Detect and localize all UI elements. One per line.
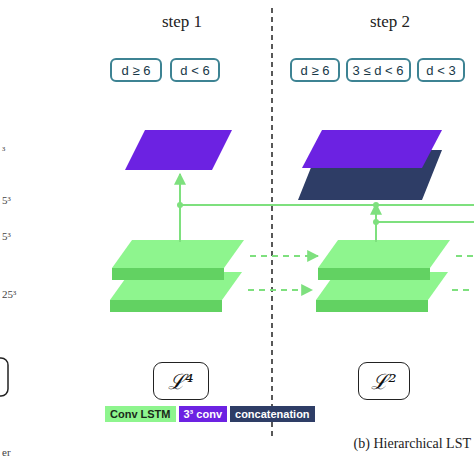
cut-off-dimension: ³: [2, 144, 5, 156]
loss-box: ℒ⁴: [153, 362, 209, 400]
lstm-slab-side: [112, 268, 224, 280]
lstm-slab: [112, 240, 244, 268]
step-divider: [271, 8, 273, 440]
cut-off-box: [0, 358, 8, 396]
legend-label: Conv LSTM: [110, 408, 171, 420]
depth-range-box: d < 6: [170, 58, 220, 82]
range-label: d < 6: [180, 63, 209, 78]
subfigure-caption: (b) Hierarchical LST: [354, 436, 471, 452]
recurrent-line: [248, 289, 312, 291]
legend-label: 3³ conv: [184, 408, 223, 420]
range-label: d ≥ 6: [301, 63, 330, 78]
cut-off-dimension: 5³: [2, 230, 11, 242]
recurrent-line: [452, 289, 474, 291]
cut-off-text: er: [2, 446, 11, 458]
junction-dot: [373, 219, 379, 225]
legend-swatch: Conv LSTM: [105, 406, 176, 422]
range-label: 3 ≤ d < 6: [353, 63, 404, 78]
conv-plane: [302, 130, 442, 168]
loss-label: ℒ⁴: [168, 367, 193, 395]
flow-line: [376, 221, 474, 223]
range-label: d < 3: [426, 63, 455, 78]
depth-range-box: d ≥ 6: [290, 58, 340, 82]
cut-off-dimension: 25³: [2, 288, 16, 300]
flow-line: [180, 204, 474, 206]
lstm-slab: [318, 240, 450, 268]
loss-box: ℒ²: [358, 362, 410, 400]
range-label: d ≥ 6: [122, 63, 151, 78]
legend-swatch: concatenation: [230, 406, 315, 422]
lstm-slab-side: [110, 300, 222, 312]
conv-plane: [125, 130, 232, 170]
cut-off-dimension: 5³: [2, 194, 11, 206]
loss-label: ℒ²: [371, 367, 396, 395]
legend-label: concatenation: [235, 408, 310, 420]
lstm-slab-side: [318, 268, 430, 280]
lstm-slab-side: [316, 300, 428, 312]
step-label: step 1: [162, 12, 202, 32]
recurrent-line: [456, 255, 474, 257]
recurrent-line: [250, 255, 318, 257]
depth-range-box: d ≥ 6: [110, 58, 162, 82]
depth-range-box: d < 3: [417, 58, 465, 82]
depth-range-box: 3 ≤ d < 6: [346, 58, 411, 82]
junction-dot: [373, 202, 379, 208]
legend-swatch: 3³ conv: [179, 406, 228, 422]
junction-dot: [177, 202, 183, 208]
step-label: step 2: [370, 12, 410, 32]
